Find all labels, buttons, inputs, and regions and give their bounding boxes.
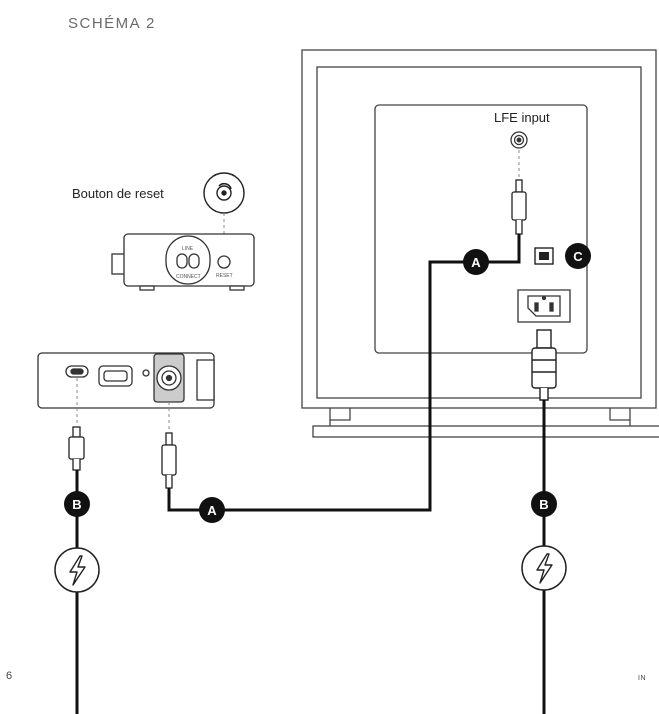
power-plug-sub [531, 329, 557, 401]
badge-a-top: A [463, 249, 489, 275]
rca-plug-transmitter [161, 432, 177, 489]
lfe-input-jack [510, 131, 528, 149]
hub-connect-label: CONNECT [176, 274, 201, 280]
svg-text:A: A [207, 503, 217, 518]
badge-b-left: B [64, 491, 90, 517]
transmitter-device [37, 352, 215, 409]
badge-c: C [565, 243, 591, 269]
badge-b-right: B [531, 491, 557, 517]
power-switch [534, 247, 554, 265]
svg-text:B: B [539, 497, 548, 512]
svg-text:A: A [471, 255, 481, 270]
iec-power-socket [517, 289, 571, 323]
diagram-title: SCHÉMA 2 [68, 15, 156, 32]
power-bolt-icon [521, 545, 567, 591]
page-number: 6 [6, 670, 12, 682]
cable-a [167, 234, 521, 512]
power-bolt-icon [54, 547, 100, 593]
lfe-input-label: LFE input [494, 110, 550, 125]
hub-device [111, 233, 255, 291]
hub-line-label: LINE [182, 246, 194, 252]
svg-text:C: C [573, 249, 583, 264]
reset-button-label: Bouton de reset [72, 186, 164, 201]
svg-text:B: B [72, 497, 81, 512]
rca-plug-sub [511, 179, 527, 235]
reset-icon [203, 172, 245, 214]
region-code: IN [638, 675, 646, 682]
hub-reset-label: RESET [216, 273, 233, 279]
usb-c-plug [68, 426, 85, 471]
badge-a-bottom: A [199, 497, 225, 523]
subwoofer [301, 49, 659, 438]
